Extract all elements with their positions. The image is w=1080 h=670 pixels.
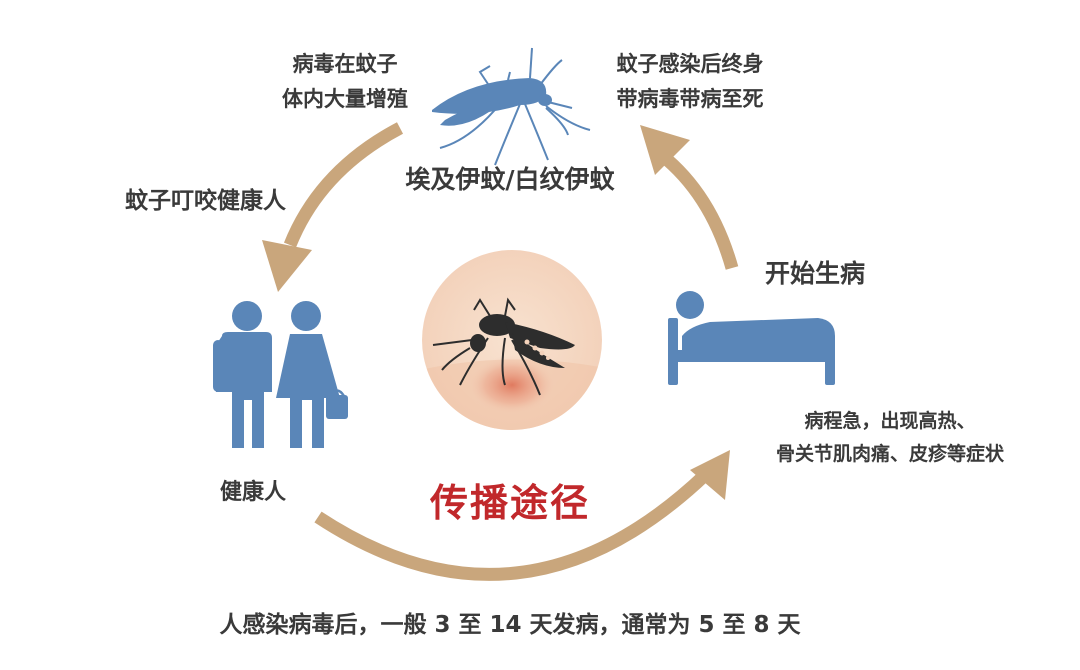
biting-mosquito-icon: [432, 297, 575, 396]
note-line: 带病毒带病至死: [616, 87, 764, 111]
symptom-line: 病程急，出现高热、: [804, 410, 976, 432]
note-line: 体内大量增殖: [282, 87, 408, 111]
arrow-mosquito-to-human: [283, 122, 404, 248]
symptom-line: 骨关节肌肉痛、皮疹等症状: [775, 443, 1004, 465]
mosquito-species-label: 埃及伊蚊/白纹伊蚊: [405, 165, 615, 194]
sick-person-in-bed-icon: [668, 291, 835, 385]
incubation-note: 人感染病毒后，一般 3 至 14 天发病，通常为 5 至 8 天: [219, 612, 801, 638]
healthy-people-icon: [213, 301, 348, 448]
arrow-human-to-sick: [314, 470, 710, 581]
healthy-label: 健康人: [220, 480, 287, 505]
arrowhead-up-left: [640, 125, 690, 175]
arrowhead-down-left: [262, 240, 312, 292]
arrowhead-up-right: [690, 450, 730, 500]
diagram-title: 传播途径: [429, 481, 590, 525]
bite-illustration: [422, 250, 602, 430]
virus-replication-note: 病毒在蚊子 体内大量增殖: [270, 47, 420, 117]
bite-label: 蚊子叮咬健康人: [125, 188, 286, 214]
lifelong-infection-note: 蚊子感染后终身 带病毒带病至死: [595, 47, 785, 117]
mosquito-icon: [432, 47, 591, 166]
arrow-sick-to-mosquito: [651, 144, 739, 270]
note-line: 病毒在蚊子: [292, 52, 398, 76]
symptoms-note: 病程急，出现高热、 骨关节肌肉痛、皮疹等症状: [735, 405, 1045, 471]
note-line: 蚊子感染后终身: [616, 52, 764, 76]
sick-label: 开始生病: [765, 259, 866, 288]
